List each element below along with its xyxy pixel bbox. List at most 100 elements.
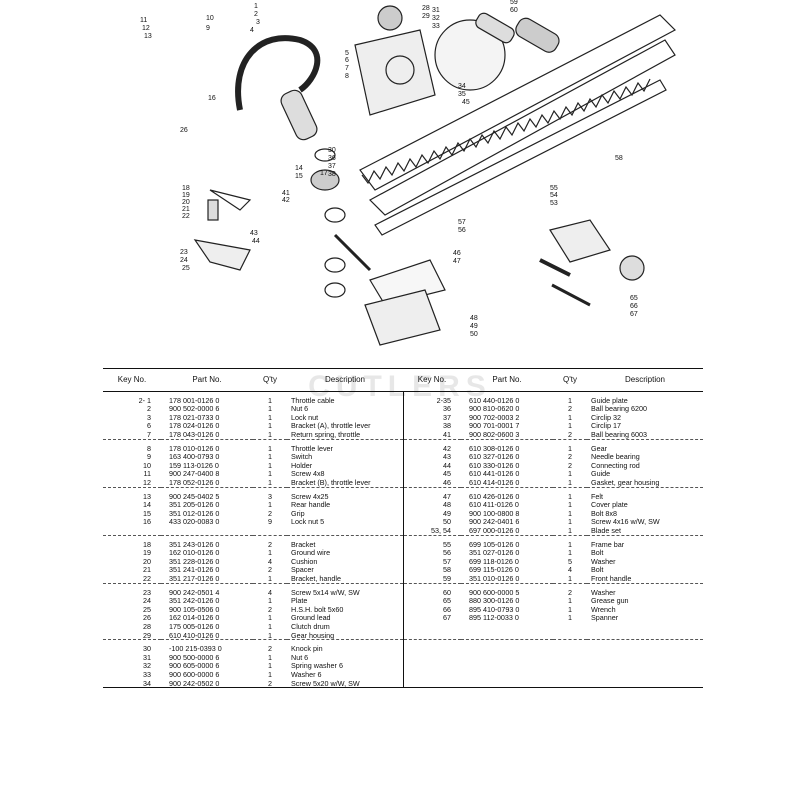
part-no-cell: 610 330-0126 0 xyxy=(469,461,520,470)
qty-cell: 1 xyxy=(268,452,272,462)
header-qty: Q'ty xyxy=(553,368,587,392)
blade-bar-lower xyxy=(369,39,676,216)
key-no-cell: 43 xyxy=(402,452,461,462)
qty-cell: 9 xyxy=(268,517,272,527)
description-cell: Bracket, handle xyxy=(287,574,403,584)
description-cell: Switch xyxy=(291,452,313,462)
callout-label: 24 xyxy=(180,257,188,264)
description-cell: Cover plate xyxy=(591,500,628,510)
qty-cell: 1 xyxy=(268,613,272,623)
description-cell: Connecting rod xyxy=(591,461,640,470)
key-no-cell: 13 xyxy=(143,491,151,501)
description-cell: Grip xyxy=(291,509,305,518)
callout-label: 38 xyxy=(328,171,336,178)
key-no-cell: 66 xyxy=(402,605,461,614)
callout-label: 28 xyxy=(422,5,430,12)
description-cell: Return spring, throttle xyxy=(287,430,403,440)
part-no-cell: 610 426-0126 0 xyxy=(469,491,520,501)
key-no-cell xyxy=(402,630,461,641)
part-no-cell: 900 245-0402 5 xyxy=(169,491,220,501)
qty-cell: 4 xyxy=(568,565,572,575)
part-no-cell: 178 001-0126 0 xyxy=(169,396,220,405)
handle-bracket xyxy=(193,239,251,271)
part-no-cell: 900 242-0501 4 xyxy=(169,587,220,597)
part-no-cell: 351 027-0126 0 xyxy=(469,548,520,558)
qty-cell: 2 xyxy=(268,644,272,654)
qty-cell: 1 xyxy=(268,548,272,558)
key-no-cell: 38 xyxy=(402,421,461,431)
key-no-cell: 33 xyxy=(143,670,151,679)
qty-cell: 3 xyxy=(268,491,272,501)
description-cell: Screw 4x16 w/W, SW xyxy=(591,517,660,527)
qty-cell: 1 xyxy=(568,396,572,405)
description-cell: Screw 5x20 w/W, SW xyxy=(287,678,403,689)
key-no-cell: 2-35 xyxy=(402,396,461,405)
key-no-cell: 10 xyxy=(143,461,151,470)
description-cell: Spring washer 6 xyxy=(291,661,343,671)
key-no-cell: 3 xyxy=(147,413,151,422)
callout-label: 22 xyxy=(182,213,190,220)
part-no-cell: 699 105-0126 0 xyxy=(469,539,520,549)
qty-cell: 2 xyxy=(568,587,572,597)
part-no-cell: 175 005-0126 0 xyxy=(169,622,220,631)
part-no-cell: 610 308-0126 0 xyxy=(469,443,520,453)
description-cell: Spacer xyxy=(291,565,314,575)
description-cell: Nut 6 xyxy=(291,653,309,662)
callout-label: 41 xyxy=(282,190,290,197)
qty-cell: 1 xyxy=(568,548,572,558)
key-no-cell: 28 xyxy=(143,622,151,631)
qty-cell: 1 xyxy=(568,443,572,453)
callout-label: 12 xyxy=(142,25,150,32)
description-cell: Wrench xyxy=(591,605,616,614)
key-no-cell: 44 xyxy=(402,461,461,470)
description-cell: Needle bearing xyxy=(591,452,640,462)
header-part-no: Part No. xyxy=(161,368,253,392)
description-cell: Washer xyxy=(591,557,616,566)
qty-cell: 1 xyxy=(568,491,572,501)
callout-label: 65 xyxy=(630,295,638,302)
key-no-cell: 60 xyxy=(402,587,461,597)
gear xyxy=(310,169,340,191)
description-cell: H.S.H. bolt 5x60 xyxy=(291,605,344,614)
header-qty: Q'ty xyxy=(253,368,287,392)
header-key-no: Key No. xyxy=(103,368,161,392)
key-no-cell xyxy=(103,526,161,536)
description-cell: Plate xyxy=(291,596,308,606)
callout-label: 33 xyxy=(432,23,440,30)
part-no-cell: 699 115-0126 0 xyxy=(469,565,519,575)
qty-cell: 1 xyxy=(268,596,272,606)
key-no-cell: 49 xyxy=(402,509,461,518)
description-cell: Gear housing xyxy=(287,630,403,641)
part-no-cell: 610 410-0126 0 xyxy=(161,630,253,641)
part-no-cell: 610 414-0126 0 xyxy=(461,478,553,488)
header-description: Description xyxy=(587,368,703,392)
key-no-cell xyxy=(402,678,461,689)
callout-label: 59 xyxy=(510,0,518,6)
key-no-cell: 67 xyxy=(402,613,461,623)
callout-label: 50 xyxy=(470,331,478,338)
qty-cell: 1 xyxy=(268,396,272,405)
callout-label: 1 xyxy=(254,3,258,10)
description-cell xyxy=(587,622,703,631)
description-cell: Cushion xyxy=(291,557,318,566)
key-no-cell: 8 xyxy=(147,443,151,453)
description-cell: Frame bar xyxy=(591,539,625,549)
front-handle-grip xyxy=(515,17,560,53)
part-no-cell: 900 502-0000 6 xyxy=(169,404,220,414)
description-cell: Ball bearing 6200 xyxy=(591,404,647,414)
callout-label: 58 xyxy=(615,155,623,162)
description-cell: Felt xyxy=(591,491,603,501)
key-no-cell xyxy=(402,670,461,679)
callout-label: 2 xyxy=(254,11,258,18)
parts-list: Key No. Part No. Q'ty Description Key No… xyxy=(103,368,703,689)
